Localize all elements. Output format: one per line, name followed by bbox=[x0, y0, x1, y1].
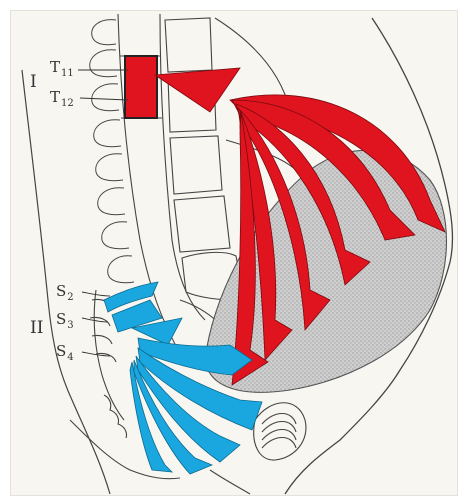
section-1-label: I bbox=[30, 72, 37, 92]
s3-label: S3 bbox=[56, 310, 74, 328]
s2-label: S2 bbox=[56, 282, 74, 300]
section-2-label: II bbox=[30, 318, 43, 338]
spinal-segment-t11-t12 bbox=[125, 56, 157, 118]
t12-label: T12 bbox=[50, 88, 74, 106]
t11-label: T11 bbox=[50, 58, 74, 76]
s4-label: S4 bbox=[56, 342, 74, 360]
arrow-icon bbox=[155, 68, 240, 112]
